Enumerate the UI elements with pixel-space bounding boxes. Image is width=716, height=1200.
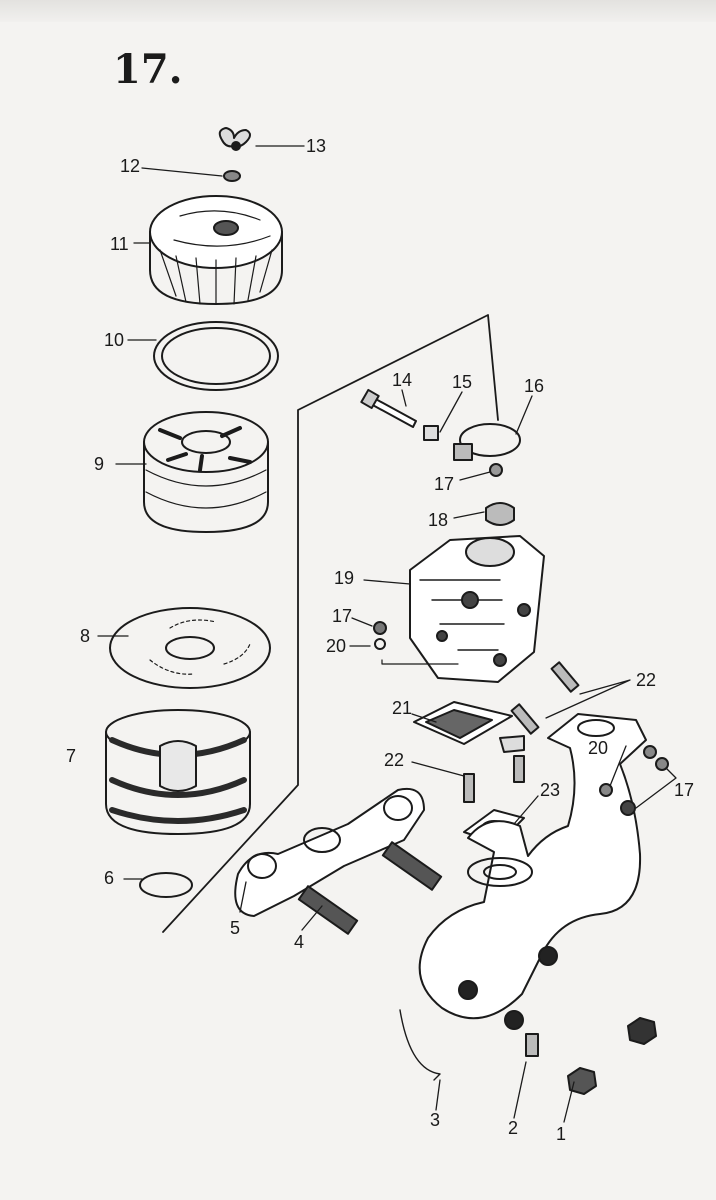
washer <box>374 638 386 650</box>
manifold-gasket <box>234 788 425 917</box>
callout-17-a: 17 <box>434 474 454 494</box>
callout-14: 14 <box>392 370 412 390</box>
filter-housing <box>105 709 251 835</box>
callout-6: 6 <box>104 868 114 888</box>
nut <box>373 621 387 635</box>
stud <box>510 703 540 735</box>
callout-22-b: 22 <box>384 750 404 770</box>
callout-9: 9 <box>94 454 104 474</box>
callout-23: 23 <box>540 780 560 800</box>
carburettor <box>409 535 545 683</box>
manifold-stud <box>381 841 443 891</box>
exhaust-manifold <box>399 713 647 1081</box>
callout-16: 16 <box>524 376 544 396</box>
callout-18: 18 <box>428 510 448 530</box>
callout-8: 8 <box>80 626 90 646</box>
callout-5: 5 <box>230 918 240 938</box>
callout-17-b: 17 <box>332 606 352 626</box>
scan-top-edge <box>0 0 716 22</box>
stud <box>463 773 475 803</box>
callout-1: 1 <box>556 1124 566 1144</box>
carburettor-gasket <box>413 701 525 753</box>
washer <box>223 170 241 182</box>
square-nut <box>423 425 439 441</box>
nut <box>620 800 636 816</box>
nut <box>643 745 657 759</box>
callout-15: 15 <box>452 372 472 392</box>
callout-3: 3 <box>430 1110 440 1130</box>
manifold-stud <box>297 885 359 935</box>
hose-clamp <box>453 423 521 461</box>
callout-10: 10 <box>104 330 124 350</box>
page-number: 17. <box>113 46 183 93</box>
callout-22-a: 22 <box>636 670 656 690</box>
callout-2: 2 <box>508 1118 518 1138</box>
leader-lines <box>97 145 677 1123</box>
callout-13: 13 <box>306 136 326 156</box>
nut <box>655 757 669 771</box>
callout-4: 4 <box>294 932 304 952</box>
small-ring <box>139 872 193 898</box>
group-bracket-line <box>162 314 499 933</box>
callout-20-a: 20 <box>326 636 346 656</box>
wing-nut <box>218 127 251 151</box>
filter-element <box>143 411 269 533</box>
baffle-plate <box>109 607 271 689</box>
callout-19: 19 <box>334 568 354 588</box>
hex-nut <box>627 1017 657 1045</box>
stud <box>513 755 525 783</box>
spacer <box>485 502 515 526</box>
manifold-bolt <box>525 1033 539 1057</box>
nut <box>489 463 503 477</box>
callout-7: 7 <box>66 746 76 766</box>
leader-line <box>381 659 459 665</box>
callout-12: 12 <box>120 156 140 176</box>
callout-20-b: 20 <box>588 738 608 758</box>
bolt <box>360 388 417 428</box>
callout-11: 11 <box>110 234 129 254</box>
hex-nut <box>567 1067 597 1095</box>
callout-21: 21 <box>392 698 412 718</box>
stud <box>550 661 580 693</box>
washer <box>599 783 613 797</box>
air-filter-cover <box>149 195 283 305</box>
sealing-ring <box>153 321 279 391</box>
callout-17-c: 17 <box>674 780 694 800</box>
